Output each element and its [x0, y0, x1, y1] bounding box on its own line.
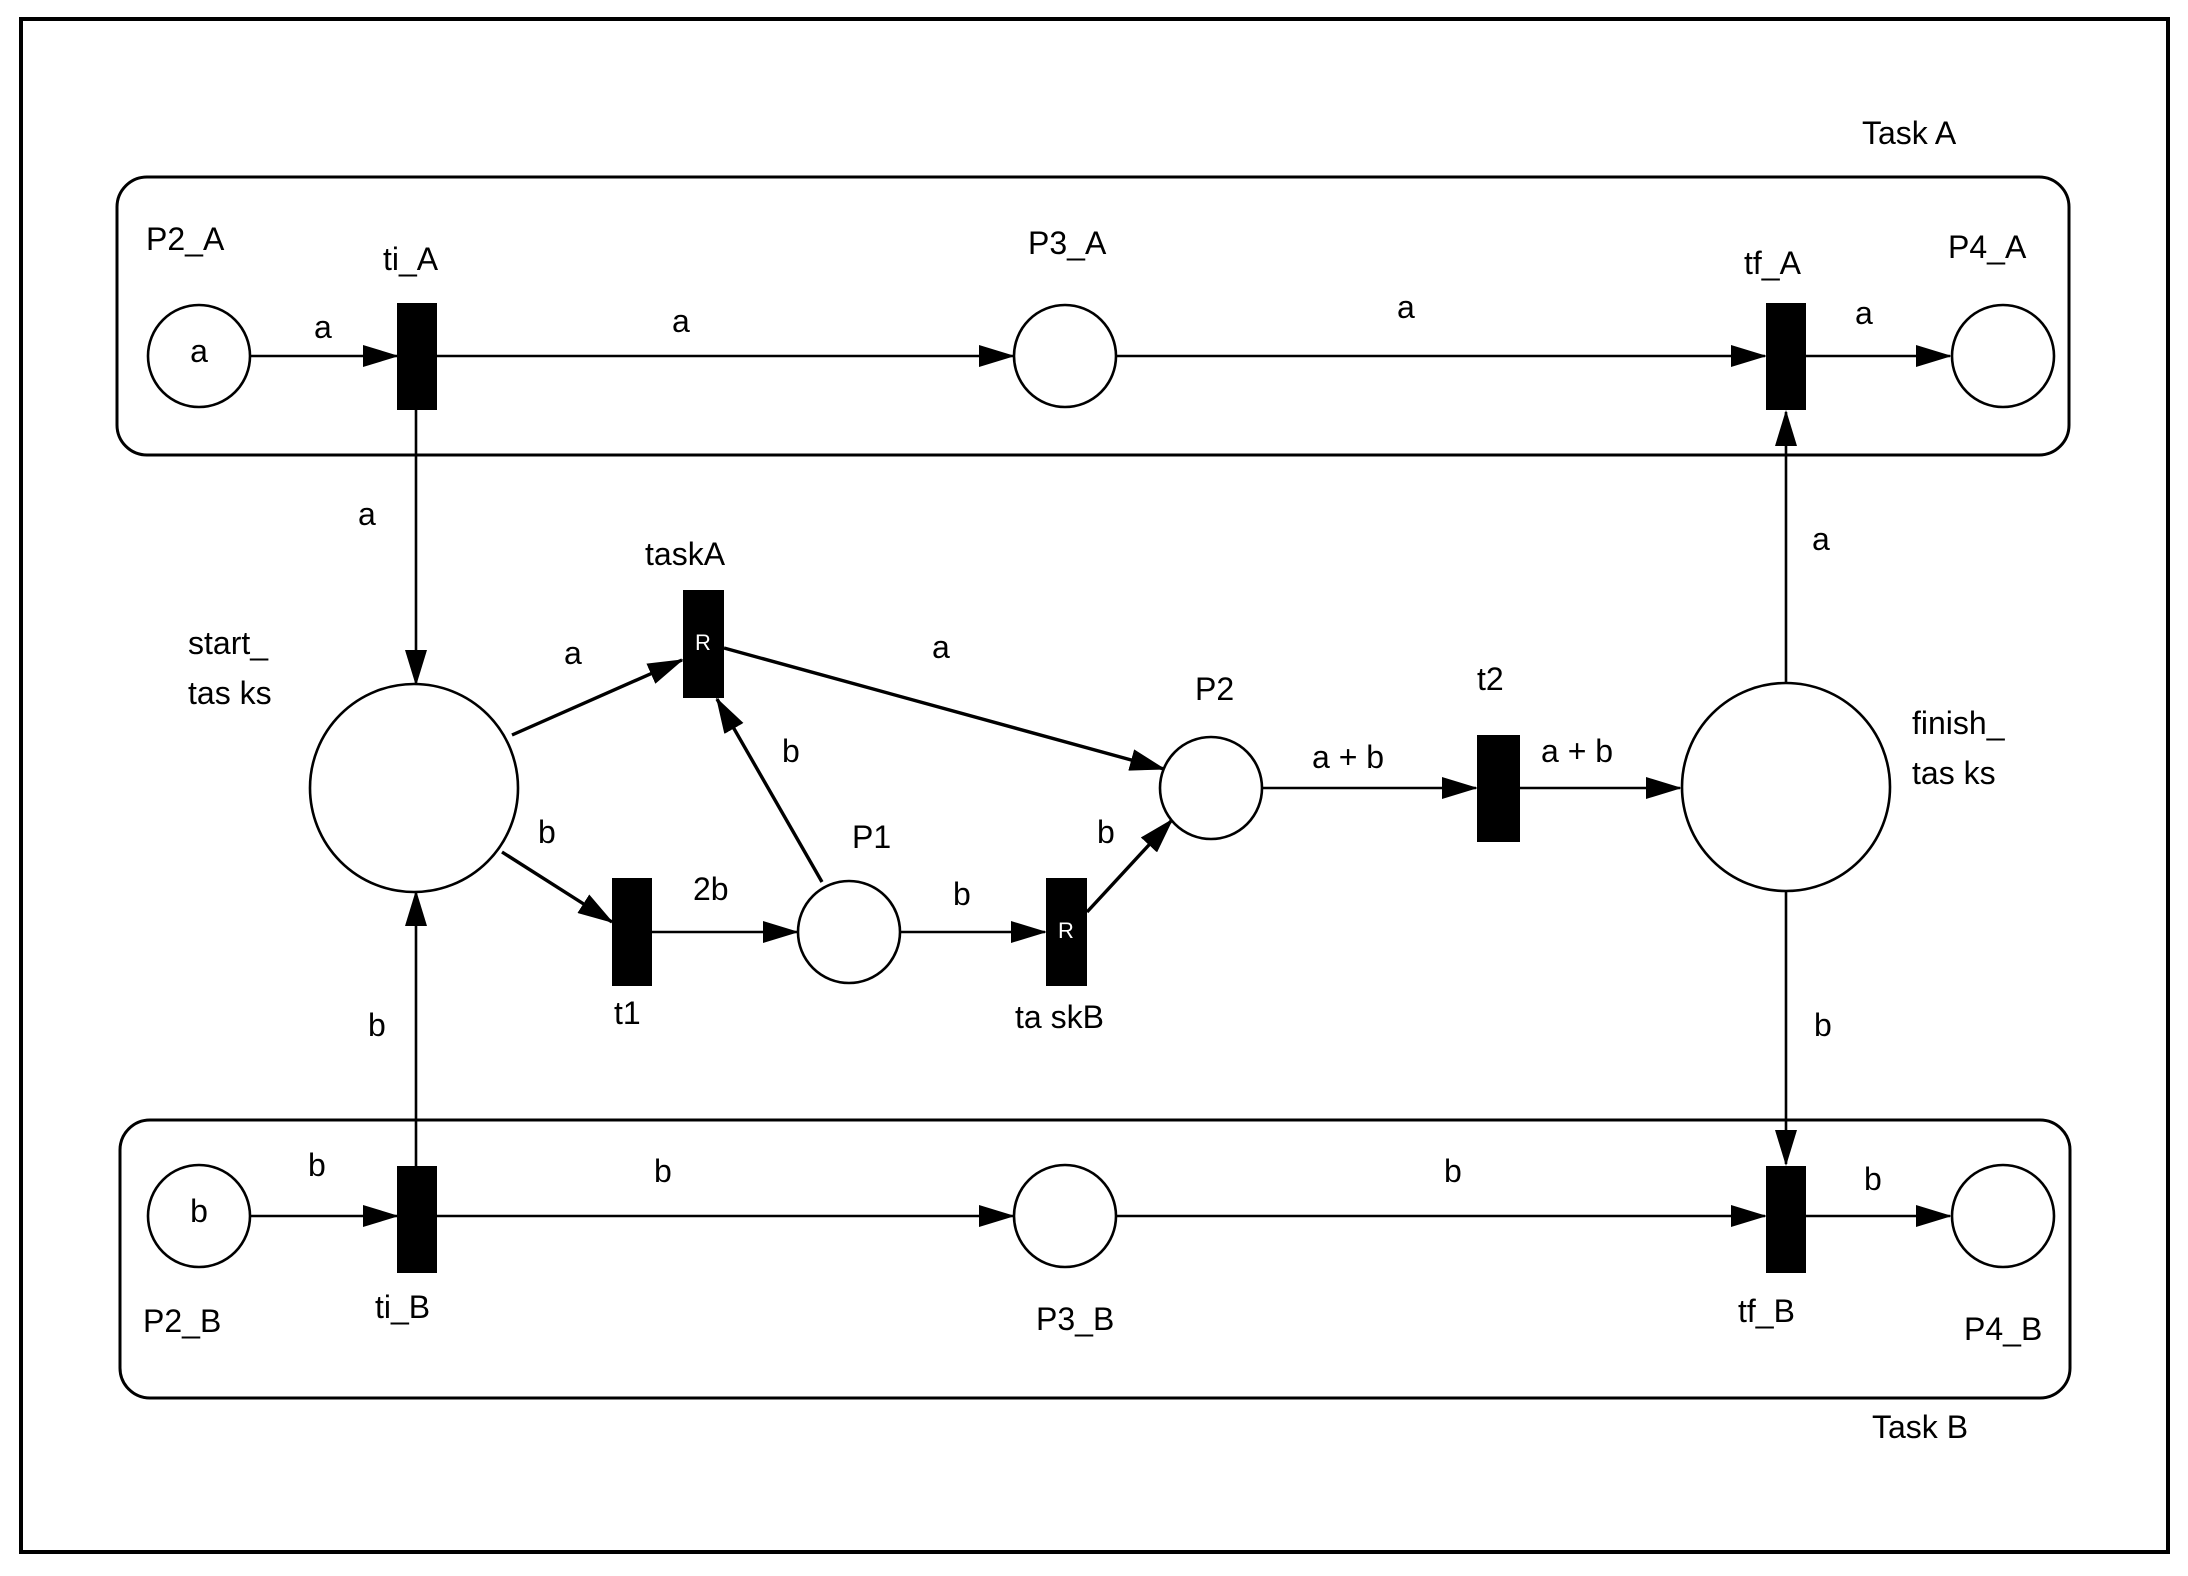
arc-p1-taska: [715, 697, 824, 883]
place-start-tasks-label-1: start_: [188, 625, 269, 661]
arc-start-t1: [501, 850, 614, 924]
transition-tf-a-label: tf_A: [1744, 245, 1802, 281]
transition-t2-label: t2: [1477, 661, 1504, 697]
transition-task-a: [683, 590, 724, 698]
arc-label-t1-p1: 2b: [693, 871, 729, 907]
place-start-tasks: [308, 682, 520, 894]
transition-ti-b: [397, 1166, 437, 1273]
place-p2-a: [146, 303, 252, 409]
transition-ti-a: [397, 303, 437, 410]
arc-label-tib-start: b: [368, 1007, 386, 1043]
place-p2: [1158, 735, 1264, 841]
transition-task-a-label: taskA: [645, 536, 726, 572]
place-p2-label: P2: [1195, 671, 1234, 707]
arc-label-p3a-tfa: a: [1397, 289, 1415, 325]
arc-label-finish-tfa: a: [1812, 521, 1830, 557]
arc-label-tia-start: a: [358, 496, 376, 532]
place-p3-b: [1012, 1163, 1118, 1269]
place-p2-a-label: P2_A: [146, 221, 225, 257]
outer-frame: [19, 17, 2170, 1554]
arc-label-start-t1: b: [538, 814, 556, 850]
transition-task-b-marker: R: [1058, 918, 1074, 943]
place-finish-tasks-label-1: finish_: [1912, 705, 2006, 741]
transition-ti-b-label: ti_B: [375, 1289, 430, 1325]
arc-label-tib-p3b: b: [654, 1153, 672, 1189]
arc-label-p2a-tia: a: [314, 309, 332, 345]
transition-t2: [1477, 735, 1520, 842]
transition-task-b-label: ta skB: [1015, 999, 1104, 1035]
arc-label-start-taska: a: [564, 635, 582, 671]
arc-label-p3b-tfb: b: [1444, 1153, 1462, 1189]
arc-label-p1-taska: b: [782, 733, 800, 769]
task-b-group-box: [118, 1118, 2072, 1400]
arc-label-tfa-p4a: a: [1855, 295, 1873, 331]
task-b-group-label: Task B: [1872, 1409, 1968, 1445]
task-a-group-label: Task A: [1862, 115, 1957, 151]
place-p2-b-label: P2_B: [143, 1303, 221, 1339]
arc-label-p2b-tib: b: [308, 1147, 326, 1183]
task-a-group-box: [115, 175, 2071, 457]
place-p3-a-label: P3_A: [1028, 225, 1107, 261]
arc-label-t2-finish: a + b: [1541, 733, 1613, 769]
arc-start-taska: [511, 658, 684, 737]
arc-taskb-p2: [1085, 818, 1174, 914]
transition-tf-a: [1766, 303, 1806, 410]
transition-tf-b-label: tf_B: [1738, 1293, 1795, 1329]
place-p2-b: [146, 1163, 252, 1269]
place-start-tasks-label-2: tas ks: [188, 675, 272, 711]
transition-t1: [612, 878, 652, 986]
place-p2-b-token: b: [190, 1193, 208, 1229]
arc-label-tfb-p4b: b: [1864, 1161, 1882, 1197]
place-p4-a: [1950, 303, 2056, 409]
transition-tf-b: [1766, 1166, 1806, 1273]
arc-label-finish-tfb: b: [1814, 1007, 1832, 1043]
arc-taska-p2: [723, 646, 1166, 771]
arc-label-p1-taskb: b: [953, 876, 971, 912]
transition-task-b: [1046, 878, 1087, 986]
arc-label-taska-p2: a: [932, 629, 950, 665]
place-p4-a-label: P4_A: [1948, 229, 2027, 265]
transition-ti-a-label: ti_A: [383, 241, 439, 277]
place-finish-tasks: [1680, 681, 1892, 893]
arc-label-p2-t2: a + b: [1312, 739, 1384, 775]
place-p4-b: [1950, 1163, 2056, 1269]
arc-label-tia-p3a: a: [672, 303, 690, 339]
place-p1-label: P1: [852, 819, 891, 855]
place-p2-a-token: a: [190, 333, 208, 369]
place-p1: [796, 879, 902, 985]
place-p3-a: [1012, 303, 1118, 409]
place-finish-tasks-label-2: tas ks: [1912, 755, 1996, 791]
place-p4-b-label: P4_B: [1964, 1311, 2042, 1347]
arc-label-taskb-p2: b: [1097, 814, 1115, 850]
transition-t1-label: t1: [614, 995, 641, 1031]
transition-task-a-marker: R: [695, 630, 711, 655]
place-p3-b-label: P3_B: [1036, 1301, 1114, 1337]
